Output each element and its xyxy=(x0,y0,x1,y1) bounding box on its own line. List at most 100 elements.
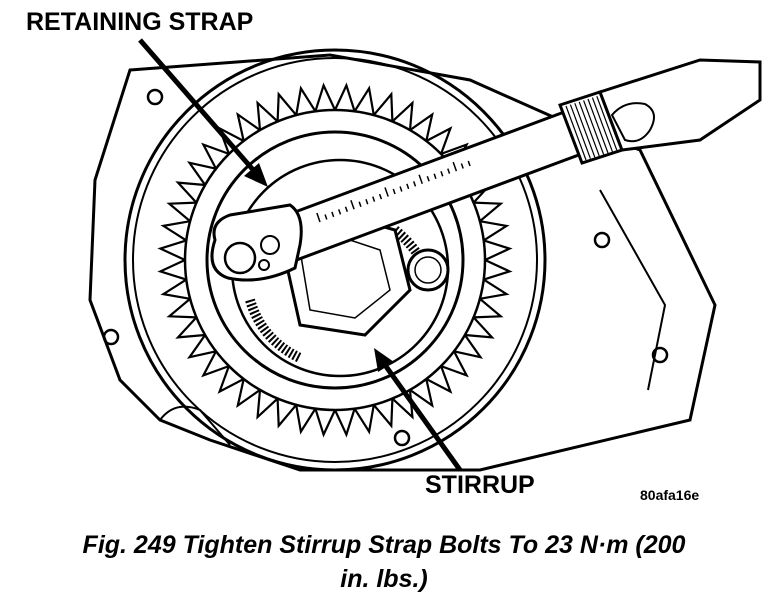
gear-tooth xyxy=(483,259,513,281)
gear-tooth xyxy=(353,404,375,435)
arrow-retaining-strap xyxy=(138,38,257,174)
arrowhead-stirrup xyxy=(374,348,394,372)
scale-tick xyxy=(350,200,355,210)
gear-tooth xyxy=(483,239,513,261)
gear-tooth xyxy=(236,378,261,409)
gear-tooth xyxy=(160,220,191,242)
ratchet-selector-pin xyxy=(258,259,270,271)
scale-tick xyxy=(460,163,464,169)
gear-tooth xyxy=(314,82,336,112)
gear-tooth xyxy=(201,142,230,170)
gear-tooth xyxy=(391,100,414,131)
gear-tooth xyxy=(353,85,375,116)
gear-inner-ring xyxy=(183,108,487,412)
gear-tooth xyxy=(334,82,356,112)
gear-tooth xyxy=(372,398,394,429)
gear-tooth xyxy=(479,278,510,300)
scale-tick xyxy=(358,201,362,207)
scale-tick xyxy=(316,212,321,223)
knurl-line xyxy=(569,104,591,159)
scale-tick xyxy=(344,206,349,213)
wrench-shaft xyxy=(258,106,594,270)
bolt-hole xyxy=(146,88,164,106)
drum-rings xyxy=(123,48,547,472)
band-hatch-left xyxy=(245,298,303,363)
torque-wrench xyxy=(210,58,762,282)
bolt-hole xyxy=(593,231,611,249)
leader-arrows xyxy=(138,38,463,472)
gear-tooth xyxy=(473,201,504,223)
scale-tick xyxy=(372,196,376,202)
knurl-line xyxy=(565,105,587,161)
gear-root-ring xyxy=(205,130,465,390)
wrench-handle-end xyxy=(610,102,655,143)
gear-tooth xyxy=(473,297,504,319)
scale-tick xyxy=(440,170,444,177)
gear-tooth xyxy=(217,365,245,394)
strap-bolt xyxy=(406,248,450,292)
wrench-grip-knurl xyxy=(565,94,622,161)
scale-tick xyxy=(412,181,417,187)
scale-tick xyxy=(324,214,328,220)
arrow-stirrup xyxy=(382,363,463,472)
gear-tooth xyxy=(409,378,434,409)
drum-ring xyxy=(132,57,538,463)
arrowhead-retaining-strap xyxy=(244,163,268,187)
bolt-hole xyxy=(393,429,411,447)
caption-line-1: Fig. 249 Tighten Stirrup Strap Bolts To … xyxy=(82,531,686,559)
gear-tooth xyxy=(409,111,434,142)
gear-tooth xyxy=(256,100,279,131)
housing-bolt-holes xyxy=(102,88,669,447)
knurl-line xyxy=(587,98,609,154)
scale-tick xyxy=(399,186,403,192)
scale-tick xyxy=(384,187,389,197)
gear-tooth xyxy=(276,91,298,122)
caption-line-2: in. lbs.) xyxy=(340,565,428,593)
figure-code: 80afa16e xyxy=(640,487,699,503)
scale-tick xyxy=(467,160,471,167)
knurl-line xyxy=(591,97,613,152)
wrench-scale xyxy=(316,160,471,223)
gear-tooth xyxy=(236,111,261,142)
gear-tooth xyxy=(372,91,394,122)
scale-tick xyxy=(447,168,451,174)
housing-inner-edge xyxy=(599,189,667,391)
gear-tooth xyxy=(479,220,510,242)
ratchet-selector xyxy=(260,235,280,255)
gear-tooth xyxy=(157,259,187,281)
gear-tooth xyxy=(425,126,453,155)
scale-tick xyxy=(433,173,437,179)
gear-tooth xyxy=(166,201,197,223)
drum-ring-outer xyxy=(123,48,547,472)
wrench-handle xyxy=(598,58,762,152)
ratchet-socket xyxy=(223,241,257,275)
label-stirrup: STIRRUP xyxy=(425,471,535,499)
label-retaining-strap: RETAINING STRAP xyxy=(26,8,253,36)
gear-tooth xyxy=(464,316,495,339)
gear-tooth xyxy=(175,181,206,204)
knurl-line xyxy=(596,95,618,151)
gear-tooth xyxy=(256,389,279,420)
scale-tick xyxy=(426,176,430,182)
scale-tick xyxy=(452,161,458,172)
knurl-line xyxy=(583,100,605,155)
gear-tooth xyxy=(295,85,317,116)
ratchet-head xyxy=(210,203,303,282)
gear-tooth xyxy=(314,408,336,438)
gear-tooth xyxy=(425,365,453,394)
gear-tooth xyxy=(201,350,230,378)
scale-tick xyxy=(365,198,369,205)
gear-tooth xyxy=(175,316,206,339)
gear-tooth xyxy=(334,408,356,438)
bolt-hole xyxy=(102,328,120,346)
gear-tooth xyxy=(440,350,469,378)
gear-tooth xyxy=(186,334,217,359)
figure-caption: Fig. 249 Tighten Stirrup Strap Bolts To … xyxy=(0,528,768,596)
gear-tooth xyxy=(166,297,197,319)
strap-bolt-head xyxy=(414,256,442,284)
knurl-line xyxy=(574,102,596,158)
bolt-hole xyxy=(651,346,669,364)
gear-tooth xyxy=(453,334,484,359)
gear-tooth xyxy=(186,161,217,186)
gear-tooth xyxy=(157,239,187,261)
